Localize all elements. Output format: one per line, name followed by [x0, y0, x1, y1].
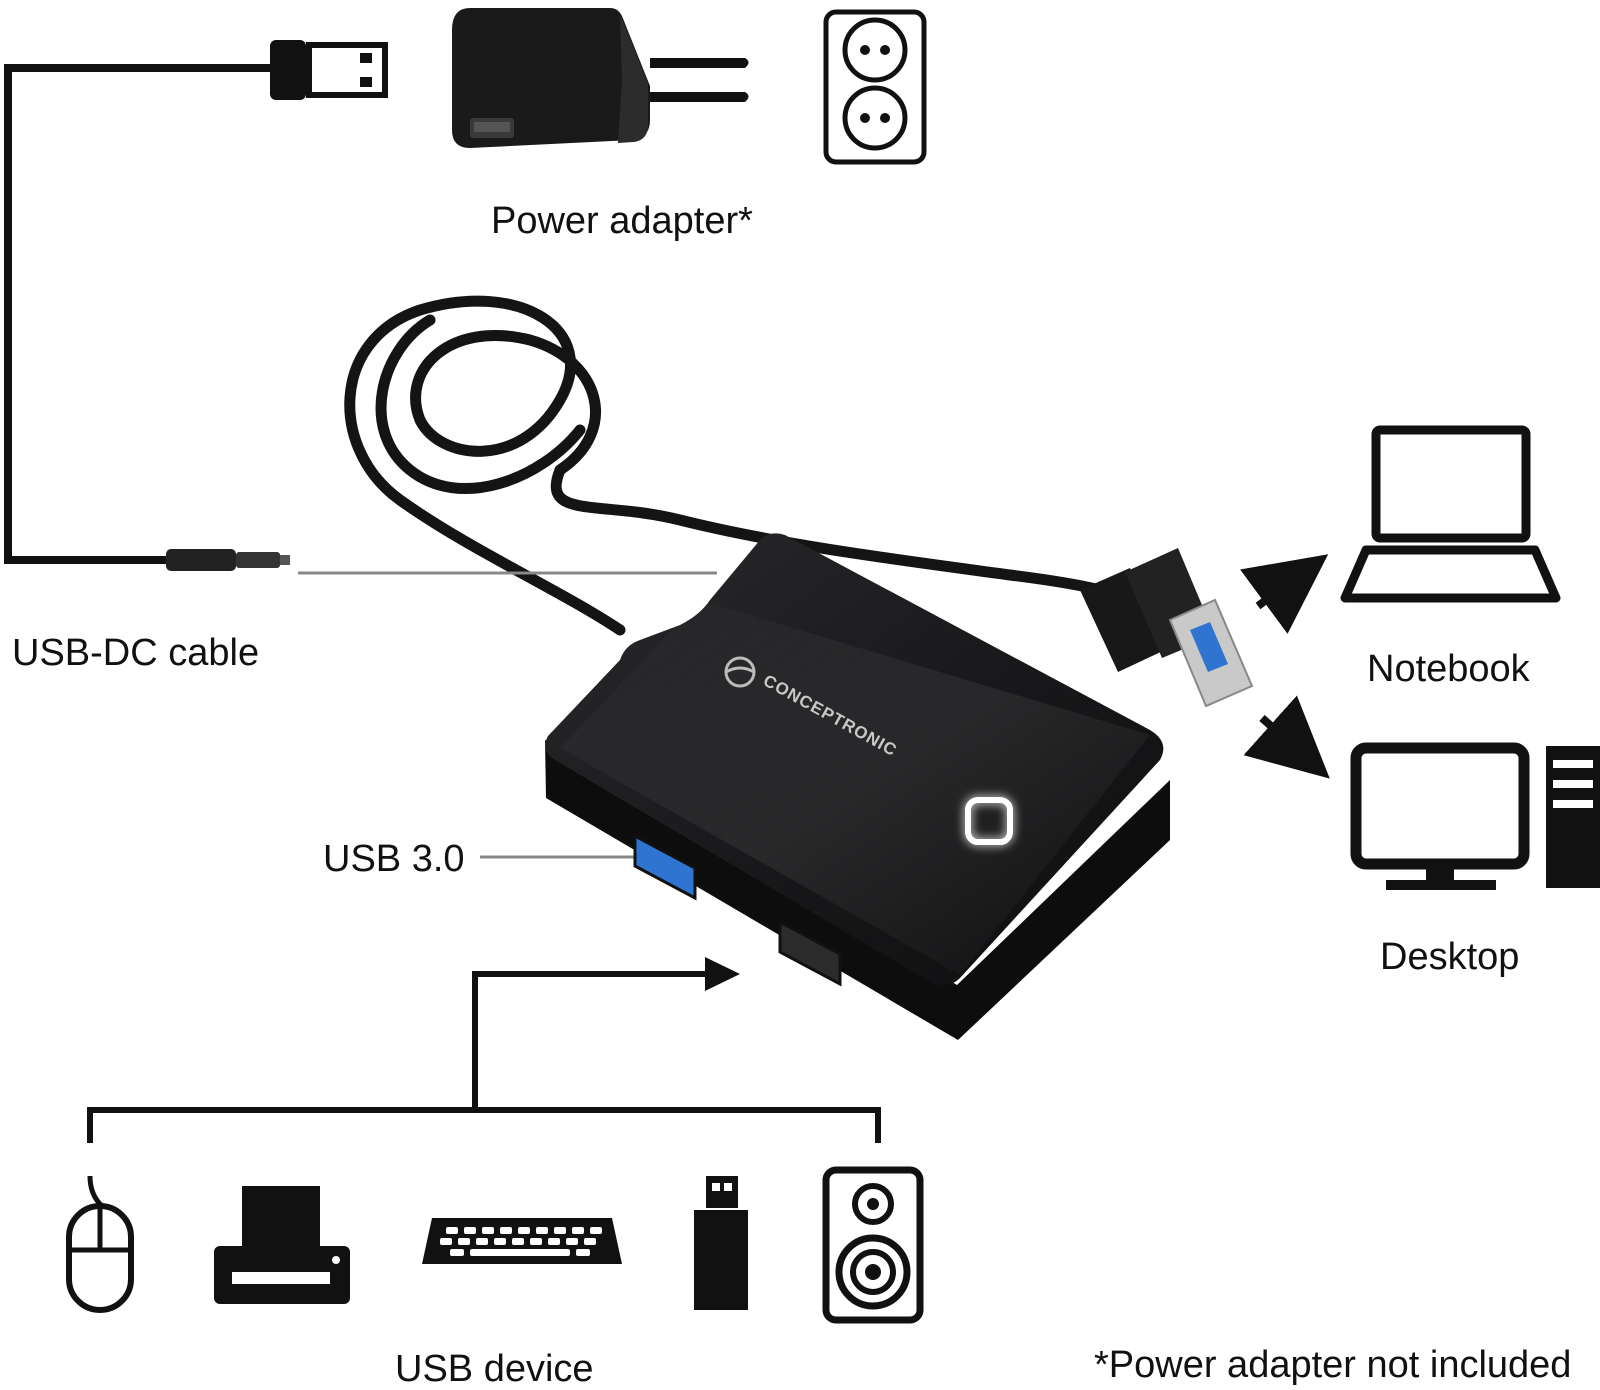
usb-3-label: USB 3.0 [323, 838, 465, 880]
usb-dc-cable-label: USB-DC cable [12, 632, 260, 674]
desktop-label: Desktop [1380, 936, 1520, 978]
arrow-to-desktop [1243, 695, 1330, 779]
hub-cable [344, 295, 1106, 636]
usb-device-tree [87, 971, 881, 1143]
arrow-to-notebook [1240, 554, 1329, 634]
usb-flash-drive-icon [694, 1176, 748, 1310]
keyboard-icon [422, 1218, 622, 1264]
power-adapter-icon [452, 8, 749, 148]
wall-socket-icon [823, 9, 927, 165]
usb-device-label: USB device [395, 1348, 594, 1390]
power-led [965, 797, 1013, 845]
desktop-computer-icon [1350, 742, 1600, 890]
footnote: *Power adapter not included [1094, 1344, 1572, 1386]
mouse-icon [66, 1175, 134, 1313]
laptop-icon [1340, 425, 1561, 603]
arrow-to-hub [705, 957, 740, 991]
dc-barrel-plug [166, 549, 236, 571]
usb-a-connector [1080, 548, 1254, 708]
usb-port [778, 919, 842, 987]
usb-dc-cable [4, 64, 290, 571]
usb-hub-icon: CONCEPTRONIC [545, 533, 1170, 1040]
printer-icon [214, 1186, 350, 1304]
notebook-label: Notebook [1367, 648, 1530, 690]
usb-plug-icon [270, 40, 388, 100]
speaker-icon [822, 1166, 924, 1324]
power-adapter-label: Power adapter* [491, 200, 753, 242]
usb3-port [633, 833, 697, 901]
